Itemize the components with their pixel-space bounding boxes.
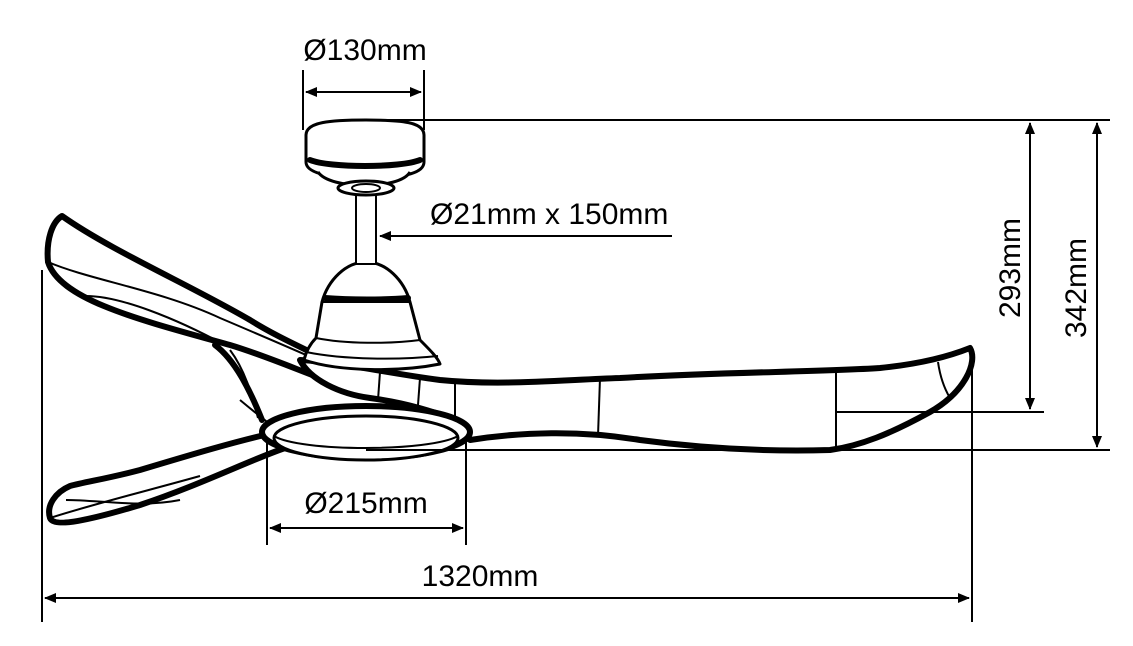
- height-total-label: 342mm: [1060, 238, 1093, 338]
- height-short-label: 293mm: [994, 218, 1027, 318]
- light-kit: [259, 403, 473, 462]
- light-diameter-label: Ø215mm: [304, 487, 427, 520]
- blade-back-left-edge: [47, 261, 341, 371]
- span-label: 1320mm: [422, 560, 539, 593]
- fan-drawing: [44, 118, 976, 526]
- dimension-lines: [41, 70, 1110, 622]
- canopy: [304, 118, 426, 197]
- motor-housing: [302, 260, 442, 372]
- canopy-diameter-label: Ø130mm: [303, 34, 426, 67]
- downrod-label: Ø21mm x 150mm: [430, 198, 668, 231]
- blade-front-left: [46, 429, 288, 526]
- downrod: [355, 187, 377, 265]
